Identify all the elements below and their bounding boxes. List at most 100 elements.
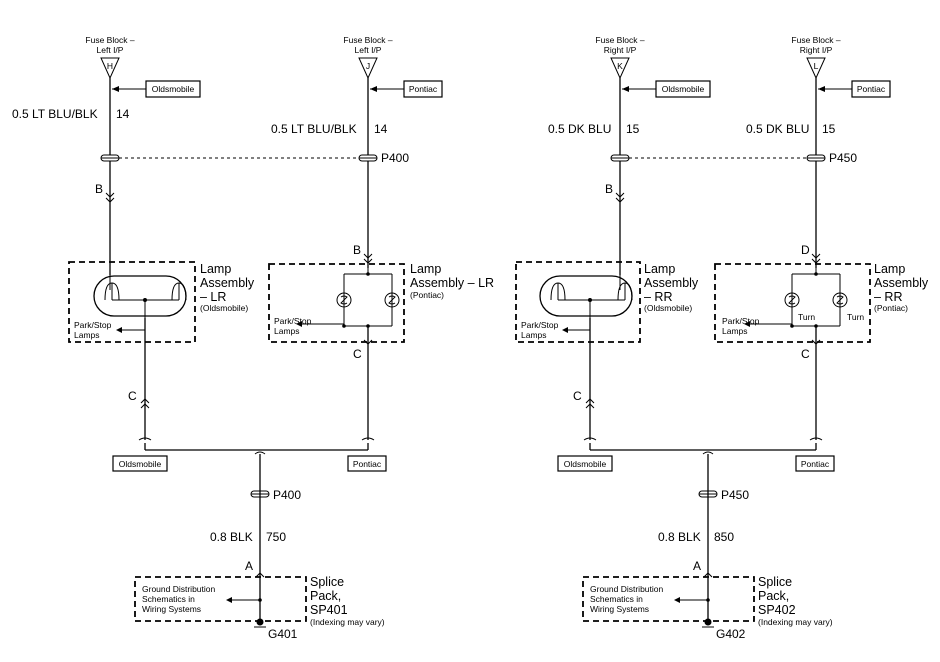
lamp-rr-olds-note: (Oldsmobile) — [644, 303, 692, 313]
lamp-lr-pont-title-1: Lamp — [410, 262, 441, 276]
park-stop-label-1a: Park/Stop — [74, 320, 112, 330]
bulb-rr-pont-2 — [832, 292, 848, 308]
ground-ref-left-1: Ground Distribution — [142, 584, 216, 594]
splice-sp402-title-2: Pack, — [758, 589, 789, 603]
splice-sp401-title-1: Splice — [310, 575, 344, 589]
splice-pack-sp401-box — [134, 576, 307, 622]
ground-g401-label: G401 — [268, 627, 298, 641]
turn-label-1: Turn — [798, 312, 815, 322]
pin-c-right-pont-label: C — [801, 347, 810, 361]
lamp-rr-pont-title-1: Lamp — [874, 262, 905, 276]
park-stop-label-4b: Lamps — [722, 326, 748, 336]
fuse-j-letter: J — [366, 61, 370, 71]
lamp-lr-pont-note: (Pontiac) — [410, 290, 444, 300]
connector-p450-label: P450 — [829, 151, 857, 165]
fuse-h-label-line1: Fuse Block – — [85, 35, 134, 45]
model-box-oldsmobile-bottom-left: Oldsmobile — [112, 455, 168, 472]
fuse-k-label-line1: Fuse Block – — [595, 35, 644, 45]
ground-g402-symbol — [704, 618, 712, 626]
circuit-right-pont: 15 — [822, 122, 836, 136]
connector-p400-top — [100, 154, 378, 162]
park-stop-label-2b: Lamps — [274, 326, 300, 336]
fuse-h-symbol — [100, 57, 120, 80]
ground-ref-left-2: Schematics in — [142, 594, 195, 604]
pin-b-left-pont — [363, 253, 373, 264]
svg-text:Pontiac: Pontiac — [857, 84, 886, 94]
fuse-k-symbol — [610, 57, 630, 80]
pin-b-left-olds-label: B — [95, 182, 103, 196]
connector-p450-top — [610, 154, 826, 162]
park-stop-label-1b: Lamps — [74, 330, 100, 340]
fuse-k-letter: K — [617, 61, 623, 71]
pin-b-right-label: B — [605, 182, 613, 196]
wire-label-right-olds: 0.5 DK BLU — [548, 122, 611, 136]
connector-p450-bottom-label: P450 — [721, 488, 749, 502]
bulb-rr-pont-1 — [784, 292, 800, 308]
ground-g402-label: G402 — [716, 627, 746, 641]
svg-text:Pontiac: Pontiac — [353, 459, 382, 469]
bulb-lr-pont-1 — [336, 292, 352, 308]
lamp-rr-olds-title-3: – RR — [644, 290, 672, 304]
model-box-oldsmobile-bottom-right: Oldsmobile — [557, 455, 613, 472]
model-box-pontiac-right: Pontiac — [818, 80, 891, 98]
pin-c-left-pont-label: C — [353, 347, 362, 361]
splice-sp401-note: (Indexing may vary) — [310, 617, 385, 627]
lamp-rr-olds-title-1: Lamp — [644, 262, 675, 276]
park-stop-label-4a: Park/Stop — [722, 316, 760, 326]
lamp-assembly-lr-pont-box — [268, 263, 405, 343]
svg-text:Oldsmobile: Oldsmobile — [564, 459, 607, 469]
pin-a-left-label: A — [245, 559, 253, 573]
lamp-rr-pont-note: (Pontiac) — [874, 303, 908, 313]
splice-sp402-title-3: SP402 — [758, 603, 796, 617]
ground-wire-left: 0.8 BLK — [210, 530, 253, 544]
park-stop-label-3b: Lamps — [521, 330, 547, 340]
lamp-lr-olds-title-2: Assembly — [200, 276, 255, 290]
turn-label-2: Turn — [847, 312, 864, 322]
fuse-h-label-line2: Left I/P — [97, 45, 124, 55]
pin-a-right-label: A — [693, 559, 701, 573]
fuse-j-label-line2: Left I/P — [355, 45, 382, 55]
fuse-l-symbol — [806, 57, 826, 80]
lamp-lr-olds-note: (Oldsmobile) — [200, 303, 248, 313]
park-stop-label-3a: Park/Stop — [521, 320, 559, 330]
lamp-assembly-rr-pont-box — [714, 263, 871, 343]
fuse-l-label-line2: Right I/P — [800, 45, 833, 55]
pin-c-left-olds-label: C — [128, 389, 137, 403]
lamp-assembly-lr-olds-box — [68, 261, 196, 343]
circuit-right-olds: 15 — [626, 122, 640, 136]
wire-label-left-pont: 0.5 LT BLU/BLK — [271, 122, 357, 136]
model-box-pontiac-bottom-right: Pontiac — [795, 455, 835, 472]
svg-text:Oldsmobile: Oldsmobile — [662, 84, 705, 94]
lamp-rr-olds-title-2: Assembly — [644, 276, 699, 290]
splice-sp402-note: (Indexing may vary) — [758, 617, 833, 627]
connector-p400-label: P400 — [381, 151, 409, 165]
bulb-filaments-olds-left — [104, 282, 187, 301]
ground-ref-right-3: Wiring Systems — [590, 604, 649, 614]
splice-pack-sp402-box — [582, 576, 755, 622]
ground-ref-right-1: Ground Distribution — [590, 584, 664, 594]
lamp-rr-pont-title-3: – RR — [874, 290, 902, 304]
pin-c-right-olds-label: C — [573, 389, 582, 403]
ground-ref-right-2: Schematics in — [590, 594, 643, 604]
fuse-l-letter: L — [814, 61, 819, 71]
bulb-lr-pont-2 — [384, 292, 400, 308]
wire-label-right-pont: 0.5 DK BLU — [746, 122, 809, 136]
model-box-pontiac-bottom-left: Pontiac — [347, 455, 387, 472]
circuit-left-pont: 14 — [374, 122, 388, 136]
fuse-k-label-line2: Right I/P — [604, 45, 637, 55]
model-box-pontiac-left: Pontiac — [370, 80, 443, 98]
fuse-l-label-line1: Fuse Block – — [791, 35, 840, 45]
ground-wire-right: 0.8 BLK — [658, 530, 701, 544]
park-stop-label-2a: Park/Stop — [274, 316, 312, 326]
fuse-h-letter: H — [107, 61, 113, 71]
splice-sp402-title-1: Splice — [758, 575, 792, 589]
svg-text:Oldsmobile: Oldsmobile — [119, 459, 162, 469]
fuse-j-symbol — [358, 57, 378, 80]
pin-b-left-olds — [105, 192, 115, 203]
lamp-rr-pont-title-2: Assembly — [874, 276, 929, 290]
pin-d-right-label: D — [801, 243, 810, 257]
lamp-lr-olds-title-1: Lamp — [200, 262, 231, 276]
connector-p400-bottom-label: P400 — [273, 488, 301, 502]
ground-g401-symbol — [256, 618, 264, 626]
